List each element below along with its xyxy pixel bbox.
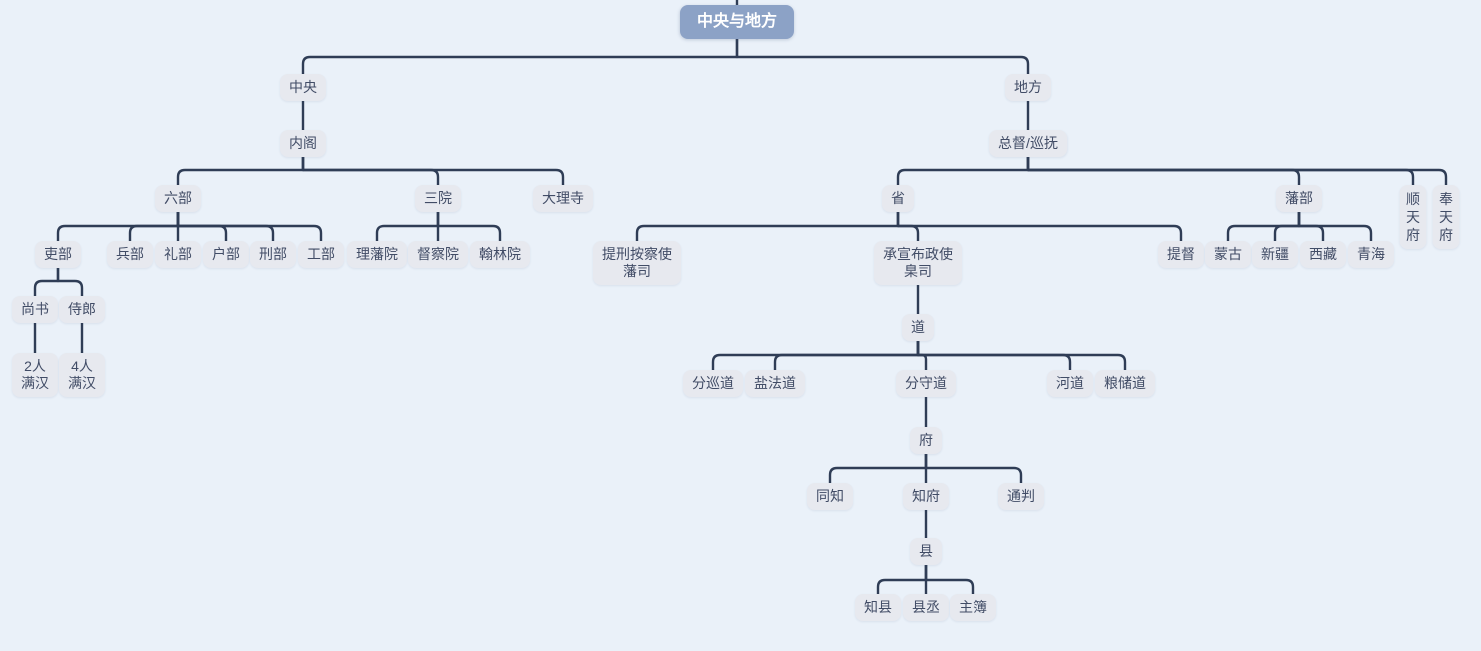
node-lifanyuan[interactable]: 理藩院: [347, 241, 407, 268]
node-zongdu-xunfu[interactable]: 总督/巡抚: [989, 130, 1067, 157]
node-duchayuan[interactable]: 督察院: [408, 241, 468, 268]
node-qinghai[interactable]: 青海: [1348, 241, 1394, 268]
node-province[interactable]: 省: [882, 185, 914, 212]
node-shilang[interactable]: 侍郎: [59, 296, 105, 323]
node-six-ministries[interactable]: 六部: [155, 185, 201, 212]
node-yanfadao[interactable]: 盐法道: [745, 370, 805, 397]
node-tongzhi[interactable]: 同知: [807, 483, 853, 510]
node-dao[interactable]: 道: [902, 314, 934, 341]
node-menggu[interactable]: 蒙古: [1205, 241, 1251, 268]
node-fengtianfu[interactable]: 奉天府: [1432, 185, 1460, 249]
node-shuntianfu[interactable]: 顺天府: [1399, 185, 1427, 249]
node-fenshoudao[interactable]: 分守道: [896, 370, 956, 397]
node-tidu[interactable]: 提督: [1158, 241, 1204, 268]
node-local[interactable]: 地方: [1005, 74, 1051, 101]
node-shangshu[interactable]: 尚书: [12, 296, 58, 323]
node-shilang-count[interactable]: 4人 满汉: [59, 353, 105, 397]
node-xinjiang[interactable]: 新疆: [1252, 241, 1298, 268]
node-ministry-justice[interactable]: 刑部: [250, 241, 296, 268]
node-zhixian[interactable]: 知县: [855, 594, 901, 621]
node-ministry-rites[interactable]: 礼部: [155, 241, 201, 268]
node-zhifu[interactable]: 知府: [903, 483, 949, 510]
node-three-courts[interactable]: 三院: [415, 185, 461, 212]
node-ministry-works[interactable]: 工部: [298, 241, 344, 268]
node-xian[interactable]: 县: [910, 538, 942, 565]
node-cabinet[interactable]: 内阁: [280, 130, 326, 157]
node-xiancheng[interactable]: 县丞: [903, 594, 949, 621]
node-fanbu[interactable]: 藩部: [1276, 185, 1322, 212]
node-root[interactable]: 中央与地方: [679, 5, 795, 39]
node-liangchudao[interactable]: 粮储道: [1095, 370, 1155, 397]
node-hedao[interactable]: 河道: [1047, 370, 1093, 397]
node-hanlinyuan[interactable]: 翰林院: [470, 241, 530, 268]
node-central[interactable]: 中央: [280, 74, 326, 101]
node-tongpan[interactable]: 通判: [998, 483, 1044, 510]
node-shangshu-count[interactable]: 2人 满汉: [12, 353, 58, 397]
node-fu[interactable]: 府: [910, 427, 942, 454]
node-ministry-personnel[interactable]: 吏部: [35, 241, 81, 268]
node-anchashi[interactable]: 提刑按察使 藩司: [593, 241, 681, 285]
node-zhubu[interactable]: 主簿: [950, 594, 996, 621]
node-buzhengshi[interactable]: 承宣布政使 臬司: [874, 241, 962, 285]
node-ministry-revenue[interactable]: 户部: [203, 241, 249, 268]
node-fenxundao[interactable]: 分巡道: [683, 370, 743, 397]
node-xizang[interactable]: 西藏: [1300, 241, 1346, 268]
node-ministry-war[interactable]: 兵部: [107, 241, 153, 268]
node-dalisi[interactable]: 大理寺: [533, 185, 593, 212]
